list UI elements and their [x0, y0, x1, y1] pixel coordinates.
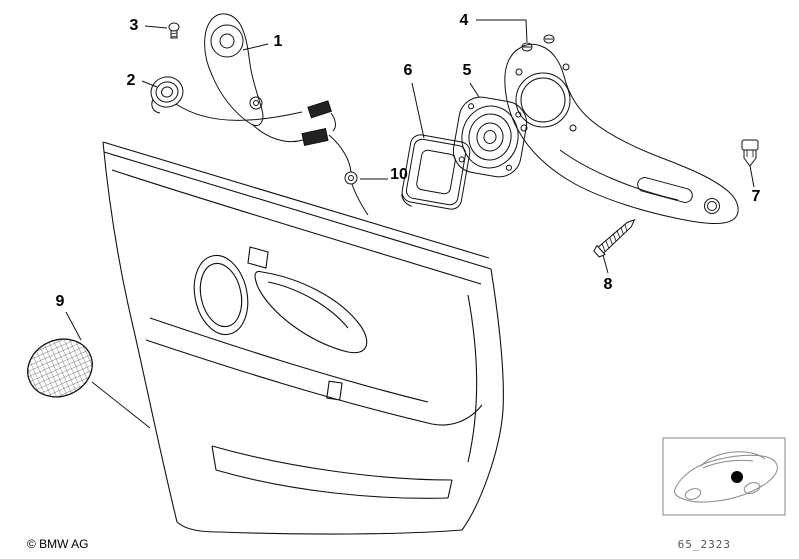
callout-3[interactable]: 3 [129, 17, 139, 34]
callout-leader-lines [65, 19, 755, 341]
door-panel [102, 141, 504, 535]
car-silhouette-icon [673, 451, 778, 503]
copyright-text: © BMW AG [27, 537, 89, 551]
car-position-inset [662, 437, 786, 516]
speaker-grille [27, 338, 93, 398]
mounting-screw [593, 219, 636, 258]
callout-2[interactable]: 2 [126, 72, 136, 89]
callout-7[interactable]: 7 [751, 188, 761, 205]
callout-9[interactable]: 9 [55, 293, 65, 310]
retaining-clip [741, 139, 759, 167]
callout-5[interactable]: 5 [462, 62, 472, 79]
inset-frame [662, 437, 786, 516]
callout-6[interactable]: 6 [403, 62, 413, 79]
speaker-gasket [401, 134, 471, 210]
diagram-code-text: 65_2323 [677, 538, 731, 551]
callout-4[interactable]: 4 [459, 12, 469, 29]
grille-position-line [91, 381, 151, 429]
midrange-speaker [452, 96, 528, 178]
grommet [344, 171, 358, 185]
door-location-dot [731, 471, 743, 483]
callout-1[interactable]: 1 [273, 33, 283, 50]
tweeter-screw [168, 22, 180, 39]
callout-10[interactable]: 10 [390, 166, 408, 183]
speaker-bracket [504, 34, 739, 224]
tweeter-bracket-harness [175, 13, 369, 216]
callout-8[interactable]: 8 [603, 276, 613, 293]
tweeter-speaker [150, 76, 184, 114]
